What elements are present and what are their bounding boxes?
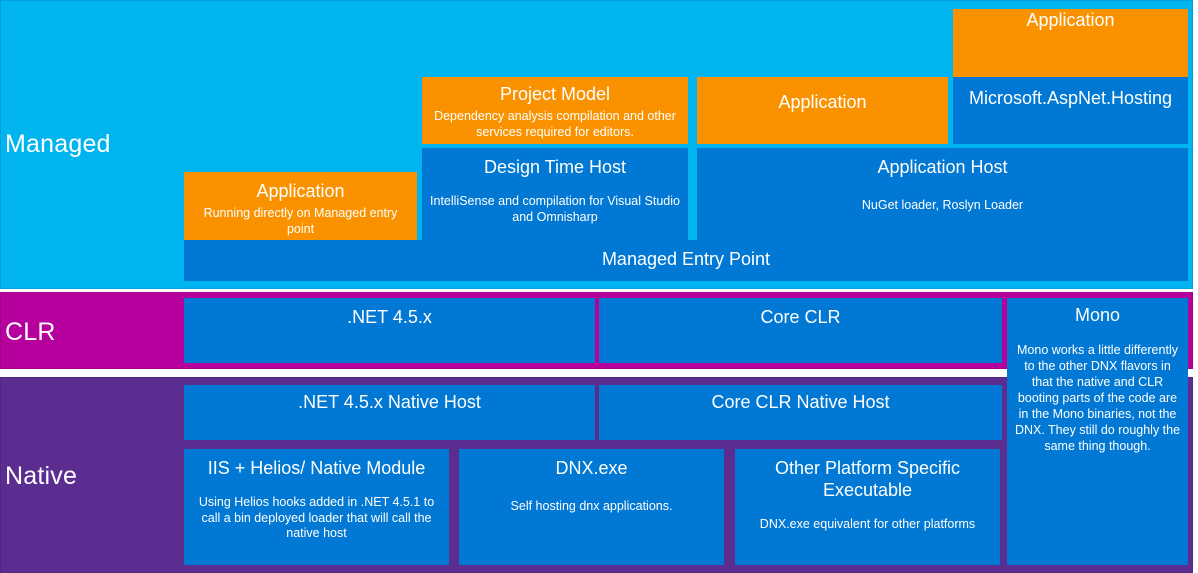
- box-title: .NET 4.5.x: [347, 307, 432, 327]
- box-title: Application: [256, 181, 345, 201]
- box-title: Other Platform Specific Executable: [774, 458, 961, 500]
- box-title: Application: [778, 92, 867, 112]
- box-project-model[interactable]: Project Model Dependency analysis compil…: [422, 77, 688, 144]
- box-iis-helios-native-module[interactable]: IIS + Helios/ Native Module Using Helios…: [184, 449, 449, 565]
- box-design-time-host[interactable]: Design Time Host IntelliSense and compil…: [422, 148, 688, 240]
- box-core-clr[interactable]: Core CLR: [599, 298, 1002, 363]
- box-application-host[interactable]: Application Host NuGet loader, Roslyn Lo…: [697, 148, 1188, 240]
- box-title: DNX.exe: [555, 458, 628, 478]
- box-net-45x-native-host[interactable]: .NET 4.5.x Native Host: [184, 385, 595, 440]
- box-application-middle[interactable]: Application: [697, 77, 948, 144]
- band-label-clr: CLR: [5, 318, 56, 346]
- box-core-clr-native-host[interactable]: Core CLR Native Host: [599, 385, 1002, 440]
- box-managed-entry-point[interactable]: Managed Entry Point: [184, 240, 1188, 281]
- box-aspnet-hosting[interactable]: Microsoft.AspNet.Hosting: [953, 77, 1188, 144]
- box-mono[interactable]: Mono Mono works a little differently to …: [1007, 298, 1188, 565]
- box-subtitle: IntelliSense and compilation for Visual …: [430, 194, 680, 224]
- box-title: Application Host: [877, 157, 1008, 177]
- box-title: Design Time Host: [483, 157, 627, 177]
- box-title: Microsoft.AspNet.Hosting: [968, 88, 1173, 108]
- band-label-managed: Managed: [5, 130, 111, 158]
- box-subtitle: Using Helios hooks added in .NET 4.5.1 t…: [198, 495, 435, 540]
- box-title: Project Model: [499, 84, 611, 104]
- box-subtitle: Running directly on Managed entry point: [203, 206, 398, 236]
- box-dnx-exe[interactable]: DNX.exe Self hosting dnx applications.: [459, 449, 724, 565]
- box-title: Application: [1026, 10, 1115, 30]
- box-title: Managed Entry Point: [601, 249, 771, 269]
- box-subtitle: NuGet loader, Roslyn Loader: [861, 198, 1024, 212]
- box-title: .NET 4.5.x Native Host: [298, 392, 481, 412]
- box-subtitle: Mono works a little differently to the o…: [1014, 343, 1181, 453]
- box-net-45x[interactable]: .NET 4.5.x: [184, 298, 595, 363]
- band-label-native: Native: [5, 462, 78, 490]
- box-subtitle: Self hosting dnx applications.: [510, 499, 673, 513]
- box-title: IIS + Helios/ Native Module: [207, 458, 426, 478]
- box-application-top[interactable]: Application: [953, 9, 1188, 77]
- box-title: Core CLR: [760, 307, 841, 327]
- box-other-platform-specific-executable[interactable]: Other Platform Specific Executable DNX.e…: [735, 449, 1000, 565]
- box-title: Core CLR Native Host: [711, 392, 890, 412]
- box-subtitle: DNX.exe equivalent for other platforms: [759, 517, 976, 531]
- box-application-left[interactable]: Application Running directly on Managed …: [184, 172, 417, 240]
- box-title: Mono: [1074, 305, 1121, 325]
- box-subtitle: Dependency analysis compilation and othe…: [434, 109, 676, 139]
